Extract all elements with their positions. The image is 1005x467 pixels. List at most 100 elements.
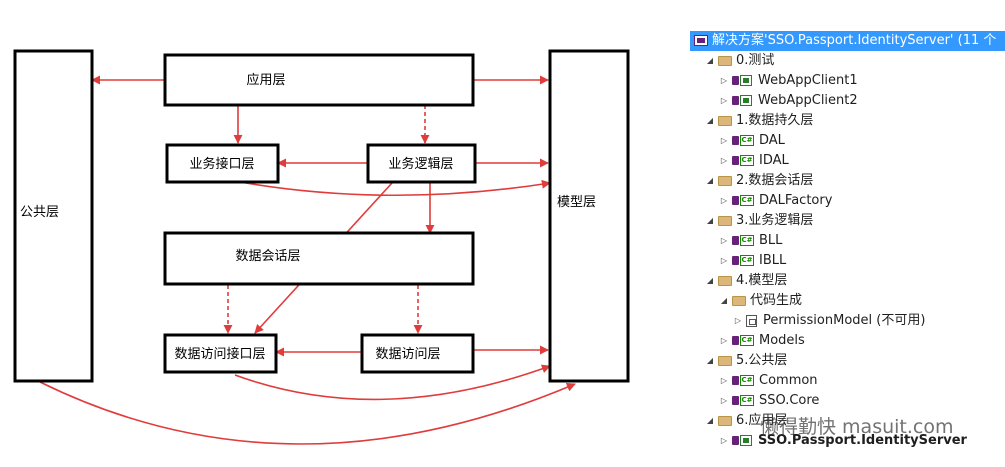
tree-item[interactable]: ◢ 5.公共层 (690, 351, 1005, 371)
tree-item-label: 代码生成 (750, 293, 803, 308)
web-project-icon (732, 435, 754, 447)
csharp-project-icon: C# (732, 195, 754, 207)
tree-item[interactable]: ◢ 4.模型层 (690, 271, 1005, 291)
data-access-layer-box (360, 333, 475, 374)
tree-item[interactable]: ◢ 2.数据会话层 (690, 171, 1005, 191)
expander-collapsed-icon[interactable]: ▷ (720, 96, 728, 105)
expander-expanded-icon[interactable]: ◢ (706, 216, 714, 225)
expander-expanded-icon[interactable]: ◢ (706, 276, 714, 285)
expander-collapsed-icon[interactable]: ▷ (720, 196, 728, 205)
business-logic-layer-label: 业务逻辑层 (388, 156, 453, 172)
tree-item[interactable]: ▷C#IDAL (690, 151, 1005, 171)
folder-icon (718, 176, 732, 186)
tree-item-label: SSO.Passport.IdentityServer (758, 433, 967, 448)
tree-item[interactable]: ▷ C# DALFactory (690, 191, 1005, 211)
csharp-project-icon: C# (732, 235, 754, 247)
tree-item-label: BLL (759, 233, 783, 248)
folder-icon (732, 296, 746, 306)
expander-collapsed-icon[interactable]: ▷ (734, 316, 742, 325)
tree-item-label: 2.数据会话层 (736, 173, 814, 188)
tree-item-label: WebAppClient2 (758, 93, 858, 108)
tree-item[interactable]: ▷ WebAppClient2 (690, 91, 1005, 111)
data-access-interface-layer-label: 数据访问接口层 (174, 346, 265, 362)
watermark: 懒得勤快 masuit.com (760, 416, 954, 438)
tree-item-label: DAL (759, 133, 785, 148)
arrow-interface-to-model-lower (234, 364, 551, 401)
folder-icon (718, 276, 732, 286)
expander-expanded-icon[interactable]: ◢ (706, 56, 714, 65)
public-layer-box (13, 49, 94, 383)
tree-item[interactable]: ▷ WebAppClient1 (690, 71, 1005, 91)
tree-item-label: 0.测试 (736, 53, 775, 68)
tree-item-label: 4.模型层 (736, 273, 788, 288)
expander-collapsed-icon[interactable]: ▷ (720, 136, 728, 145)
tree-item[interactable]: ▷ C# Models (690, 331, 1005, 351)
expander-expanded-icon[interactable]: ◢ (706, 116, 714, 125)
expander-collapsed-icon[interactable]: ▷ (720, 376, 728, 385)
folder-icon (718, 216, 732, 226)
app-layer-box (163, 53, 475, 107)
tree-item-label: 1.数据持久层 (736, 113, 814, 128)
tree-item-label: SSO.Core (759, 393, 820, 408)
csharp-project-icon: C# (732, 135, 754, 147)
tree-item-label: Common (759, 373, 818, 388)
tree-item[interactable]: ◢ 6.应用层 (690, 411, 1005, 431)
tree-item[interactable]: ◢3.业务逻辑层 (690, 211, 1005, 231)
tree-item[interactable]: ▷ C# DAL (690, 131, 1005, 151)
business-interface-layer-box (165, 143, 280, 184)
tree-item[interactable]: ▷ C# BLL (690, 231, 1005, 251)
expander-expanded-icon[interactable]: ◢ (706, 176, 714, 185)
expander-collapsed-icon[interactable]: ▷ (720, 256, 728, 265)
arrow-interface-to-model (239, 179, 551, 197)
expander-expanded-icon[interactable]: ◢ (706, 356, 714, 365)
tree-item-label: 5.公共层 (736, 353, 788, 368)
tree-item[interactable]: ▷C#SSO.Core (690, 391, 1005, 411)
tree-item-label: 解决方案'SSO.Passport.IdentityServer' (11 个 (712, 33, 997, 48)
business-interface-layer-label: 业务接口层 (189, 156, 254, 172)
folder-icon (718, 416, 732, 426)
csharp-project-icon: C# (732, 255, 754, 267)
tree-item-label: IBLL (759, 253, 787, 268)
csharp-project-icon: C# (732, 375, 754, 387)
model-project-icon (746, 315, 759, 327)
tree-item[interactable]: ▷ C# IBLL (690, 251, 1005, 271)
web-project-icon (732, 95, 754, 107)
tree-item-label: 6.应用层 (736, 413, 788, 428)
tree-item[interactable]: ▷ C# Common (690, 371, 1005, 391)
folder-icon (718, 56, 732, 66)
tree-item-label: PermissionModel (不可用) (763, 313, 926, 328)
web-project-icon (732, 75, 754, 87)
expander-collapsed-icon[interactable]: ▷ (720, 336, 728, 345)
data-access-interface-layer-box (163, 333, 278, 374)
model-layer-box (548, 49, 630, 383)
tree-item-label: Models (759, 333, 805, 348)
arrow-public-to-model (39, 381, 576, 445)
expander-collapsed-icon[interactable]: ▷ (720, 76, 728, 85)
tree-item[interactable]: 解决方案'SSO.Passport.IdentityServer' (11 个 (690, 31, 1005, 51)
expander-collapsed-icon[interactable]: ▷ (720, 156, 728, 165)
tree-item[interactable]: ▷ SSO.Passport.IdentityServer (690, 431, 1005, 451)
expander-collapsed-icon[interactable]: ▷ (720, 236, 728, 245)
tree-item[interactable]: ◢ 0.测试 (690, 51, 1005, 71)
business-logic-layer-box (366, 143, 477, 184)
tree-item-label: DALFactory (759, 193, 833, 208)
tree-item[interactable]: ▷ PermissionModel (不可用) (690, 311, 1005, 331)
tree-item[interactable]: ◢ 代码生成 (690, 291, 1005, 311)
architecture-diagram: 公共层 模型层 应用层 业务接口层 业务逻辑层 数据会话层 数据访问接口层 数据… (13, 49, 630, 445)
expander-expanded-icon[interactable]: ◢ (706, 416, 714, 425)
data-session-layer-box (163, 231, 475, 286)
solution-explorer-tree: 解决方案'SSO.Passport.IdentityServer' (11 个 ◢… (690, 31, 1005, 451)
expander-expanded-icon[interactable]: ◢ (720, 296, 728, 305)
csharp-project-icon: C# (732, 335, 754, 347)
tree-item-label: WebAppClient1 (758, 73, 858, 88)
app-layer-label: 应用层 (246, 72, 285, 88)
tree-item[interactable]: ◢ 1.数据持久层 (690, 111, 1005, 131)
expander-collapsed-icon[interactable]: ▷ (720, 436, 728, 445)
data-access-layer-label: 数据访问层 (375, 347, 440, 362)
folder-icon (718, 116, 732, 126)
model-layer-label: 模型层 (557, 195, 596, 210)
data-session-layer-label: 数据会话层 (235, 249, 300, 264)
expander-collapsed-icon[interactable]: ▷ (720, 396, 728, 405)
folder-icon (718, 356, 732, 366)
csharp-project-icon: C# (732, 155, 754, 167)
